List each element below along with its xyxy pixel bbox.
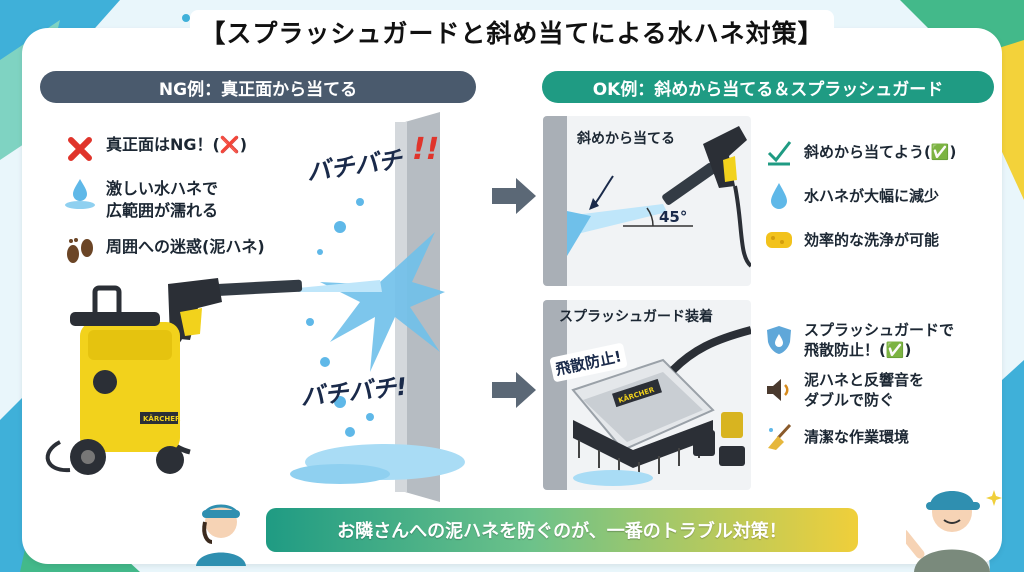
- ok-panel-angle: 斜めから当てる 45°: [543, 116, 751, 286]
- ok-item: 泥ハネと反響音を ダブルで防ぐ: [762, 370, 954, 410]
- water-splash-icon: [62, 178, 98, 209]
- ok-item: スプラッシュガードで 飛散防止！(✅): [762, 320, 954, 360]
- ng-item: 周囲への迷惑(泥ハネ): [62, 236, 265, 266]
- muddy-footprints-icon: [62, 236, 98, 266]
- ng-item: 真正面はNG！(❌): [62, 134, 265, 164]
- ok-item: 効率的な洗浄が可能: [762, 223, 956, 257]
- red-x-icon: [62, 134, 98, 164]
- panel-b-caption: スプラッシュガード装着: [559, 309, 713, 325]
- angle-label: 45°: [659, 208, 688, 226]
- ng-item-text: 周囲への迷惑(泥ハネ): [106, 237, 265, 256]
- page-title: 【スプラッシュガードと斜め当てによる水ハネ対策】: [190, 10, 834, 54]
- ng-list: 真正面はNG！(❌) 激しい水ハネで 広範囲が濡れる 周囲への迷惑(泥ハネ): [62, 134, 265, 280]
- speaker-icon: [762, 373, 796, 407]
- ng-item-text: 真正面はNG！(❌): [106, 135, 248, 154]
- ok-panel-splash-guard: KÄRCHER スプラッシュガード装着 飛散防止!: [543, 300, 751, 490]
- water-drop-icon: [762, 179, 796, 213]
- arrow-right-icon: [492, 372, 536, 408]
- ng-header: NG例：真正面から当てる: [40, 71, 476, 103]
- ok-item-text: 清潔な作業環境: [804, 428, 910, 446]
- worker-man-avatar: [906, 490, 1002, 572]
- sponge-icon: [762, 223, 796, 257]
- ok-list-angle: 斜めから当てよう(✅) 水ハネが大幅に減少 効率的な洗浄が可能: [762, 135, 956, 267]
- ok-item: 清潔な作業環境: [762, 420, 954, 454]
- ng-item: 激しい水ハネで 広範囲が濡れる: [62, 178, 265, 222]
- ok-item-text: スプラッシュガードで 飛散防止！(✅): [804, 321, 955, 359]
- ng-item-text: 激しい水ハネで 広範囲が濡れる: [106, 179, 219, 220]
- broom-icon: [762, 420, 796, 454]
- ok-item-text: 斜めから当てよう(✅): [804, 143, 957, 161]
- ok-list-splash-guard: スプラッシュガードで 飛散防止！(✅) 泥ハネと反響音を ダブルで防ぐ 清潔な作…: [762, 320, 954, 464]
- ok-item-text: 水ハネが大幅に減少: [804, 187, 940, 205]
- bottom-banner: お隣さんへの泥ハネを防ぐのが、一番のトラブル対策！: [266, 508, 858, 552]
- washer-brand: KÄRCHER: [143, 414, 181, 423]
- check-icon: [762, 135, 796, 169]
- arrow-right-icon: [492, 178, 536, 214]
- ok-item-text: 効率的な洗浄が可能: [804, 231, 940, 249]
- ng-illustration: KÄRCHER: [45, 112, 465, 502]
- worker-woman-avatar: [196, 504, 246, 566]
- ok-item-text: 泥ハネと反響音を ダブルで防ぐ: [804, 371, 925, 409]
- shield-drop-icon: [762, 323, 796, 357]
- ok-item: 斜めから当てよう(✅): [762, 135, 956, 169]
- panel-a-caption: 斜めから当てる: [577, 131, 675, 147]
- ok-header: OK例：斜めから当てる＆スプラッシュガード: [542, 71, 994, 103]
- ok-item: 水ハネが大幅に減少: [762, 179, 956, 213]
- splash-exclamation: !!: [412, 132, 440, 167]
